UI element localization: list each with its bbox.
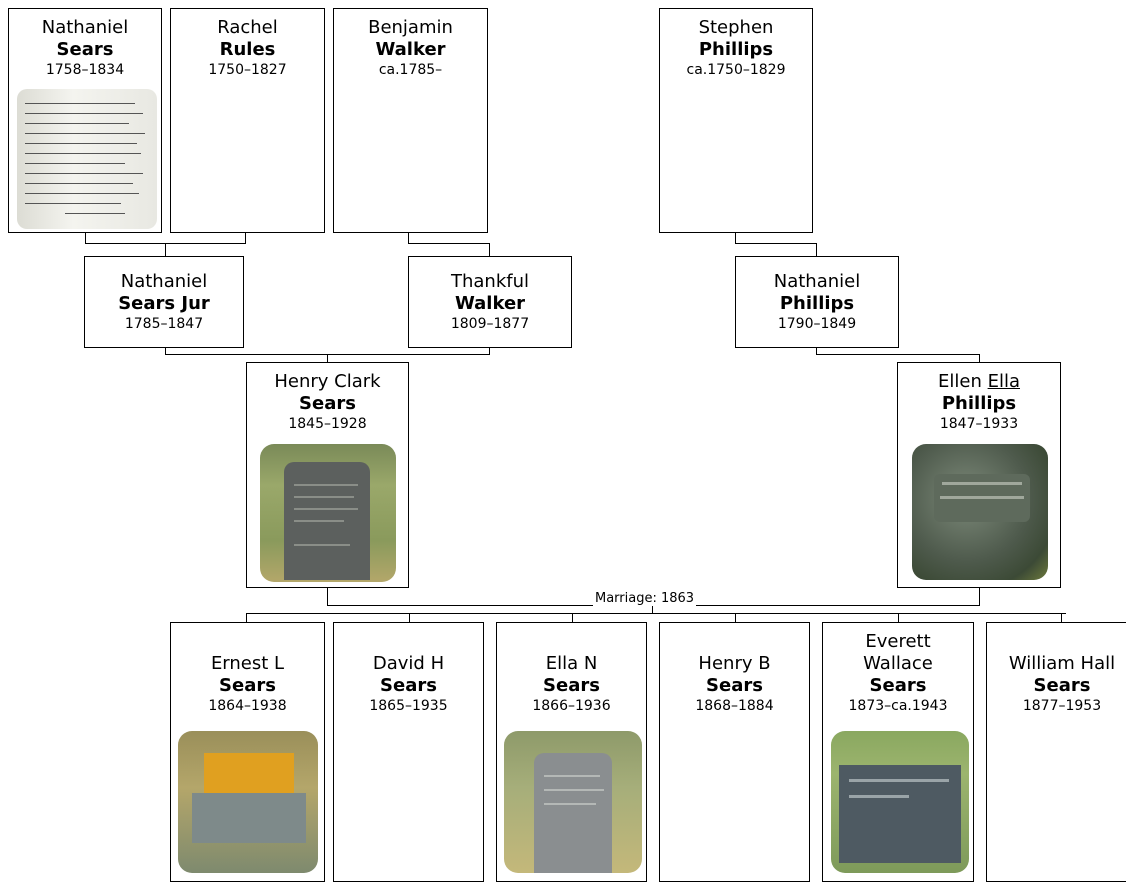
surname: Walker — [375, 39, 446, 60]
surname: Sears — [1033, 675, 1091, 696]
person-card-stephen-phillips[interactable]: Stephen Phillips ca.1750–1829 — [659, 8, 813, 233]
given-name: David H — [372, 653, 445, 674]
document-photo-icon[interactable] — [17, 89, 157, 229]
given-name: Benjamin — [368, 17, 453, 38]
marriage-label: Marriage: 1863 — [593, 591, 697, 606]
surname: Rules — [219, 39, 276, 60]
person-card-ella-n-sears[interactable]: Ella N Sears 1866–1936 — [496, 622, 647, 882]
given-name: Ernest L — [210, 653, 285, 674]
person-card-nathaniel-phillips[interactable]: Nathaniel Phillips 1790–1849 — [735, 256, 899, 348]
person-card-henry-b-sears[interactable]: Henry B Sears 1868–1884 — [659, 622, 810, 882]
connector-line — [327, 354, 328, 363]
given-name: Thankful — [450, 271, 529, 292]
life-dates: 1790–1849 — [777, 316, 857, 332]
person-card-rachel-rules[interactable]: Rachel Rules 1750–1827 — [170, 8, 325, 233]
person-card-nathaniel-sears-1758[interactable]: Nathaniel Sears 1758–1834 — [8, 8, 162, 233]
life-dates: 1809–1877 — [450, 316, 530, 332]
connector-line — [246, 613, 247, 622]
surname: Sears — [299, 393, 356, 414]
person-card-thankful-walker[interactable]: Thankful Walker 1809–1877 — [408, 256, 572, 348]
given-name: Henry Clark — [274, 371, 381, 392]
life-dates: ca.1750–1829 — [686, 62, 786, 78]
connector-line — [489, 243, 490, 257]
life-dates: 1847–1933 — [939, 416, 1019, 432]
given-name-prefix: Ellen — [938, 371, 982, 392]
surname: Sears — [706, 675, 763, 696]
life-dates: 1758–1834 — [45, 62, 125, 78]
life-dates: 1873–ca.1943 — [848, 698, 948, 714]
given-name: Nathaniel — [41, 17, 129, 38]
given-name: Nathaniel — [773, 271, 861, 292]
connector-line — [408, 232, 409, 244]
person-card-ernest-l-sears[interactable]: Ernest L Sears 1864–1938 — [170, 622, 325, 882]
life-dates: ca.1785– — [378, 62, 443, 78]
surname: Sears — [380, 675, 437, 696]
connector-line — [735, 232, 736, 244]
person-card-william-hall-sears[interactable]: William Hall Sears 1877–1953 — [986, 622, 1126, 882]
connector-line — [735, 243, 817, 244]
life-dates: 1866–1936 — [532, 698, 611, 714]
person-card-everett-wallace-sears[interactable]: Everett Wallace Sears 1873–ca.1943 — [822, 622, 974, 882]
connector-line — [898, 613, 899, 622]
person-card-benjamin-walker[interactable]: Benjamin Walker ca.1785– — [333, 8, 488, 233]
connector-line — [165, 243, 166, 257]
connector-line — [409, 613, 410, 622]
connector-line — [327, 587, 328, 606]
given-name: Ella N — [545, 653, 598, 674]
surname: Phillips — [779, 293, 855, 314]
children-line — [246, 613, 1066, 614]
person-card-ellen-ella-phillips[interactable]: Ellen Ella Phillips 1847–1933 — [897, 362, 1061, 588]
person-card-henry-clark-sears[interactable]: Henry Clark Sears 1845–1928 — [246, 362, 409, 588]
life-dates: 1865–1935 — [369, 698, 448, 714]
given-name: Rachel — [217, 17, 278, 38]
person-card-nathaniel-sears-jur[interactable]: Nathaniel Sears Jur 1785–1847 — [84, 256, 244, 348]
connector-line — [85, 232, 86, 244]
connector-line — [979, 354, 980, 363]
surname: Sears — [543, 675, 600, 696]
given-name: Nathaniel — [120, 271, 208, 292]
connector-line — [816, 243, 817, 257]
given-name-line2: Wallace — [863, 653, 933, 674]
headstone-photo-icon[interactable] — [912, 444, 1048, 580]
surname: Walker — [454, 293, 526, 314]
connector-line — [489, 347, 490, 355]
connector-line — [652, 606, 653, 614]
given-name: Stephen — [698, 17, 774, 38]
given-name-line1: Everett — [865, 631, 931, 652]
nickname: Ella — [987, 371, 1020, 392]
surname: Sears — [219, 675, 276, 696]
connector-line — [735, 613, 736, 622]
life-dates: 1864–1938 — [208, 698, 287, 714]
connector-line — [245, 232, 246, 244]
life-dates: 1868–1884 — [695, 698, 774, 714]
surname: Sears — [56, 39, 114, 60]
headstone-photo-icon[interactable] — [504, 731, 642, 873]
given-name: Henry B — [698, 653, 771, 674]
connector-line — [979, 587, 980, 606]
connector-line — [1061, 613, 1062, 622]
headstone-photo-icon[interactable] — [178, 731, 318, 873]
surname: Sears — [869, 675, 927, 696]
life-dates: 1785–1847 — [124, 316, 204, 332]
surname: Sears Jur — [118, 293, 210, 314]
connector-line — [816, 354, 980, 355]
life-dates: 1877–1953 — [1022, 698, 1102, 714]
connector-line — [165, 347, 166, 355]
headstone-photo-icon[interactable] — [260, 444, 396, 582]
connector-line — [408, 243, 490, 244]
connector-line — [816, 347, 817, 355]
life-dates: 1845–1928 — [288, 416, 367, 432]
person-card-david-h-sears[interactable]: David H Sears 1865–1935 — [333, 622, 484, 882]
headstone-photo-icon[interactable] — [831, 731, 969, 873]
given-name: Ellen Ella — [898, 371, 1060, 393]
given-name: William Hall — [1008, 653, 1116, 674]
connector-line — [572, 613, 573, 622]
surname: Phillips — [941, 393, 1017, 414]
surname: Phillips — [698, 39, 774, 60]
life-dates: 1750–1827 — [208, 62, 287, 78]
